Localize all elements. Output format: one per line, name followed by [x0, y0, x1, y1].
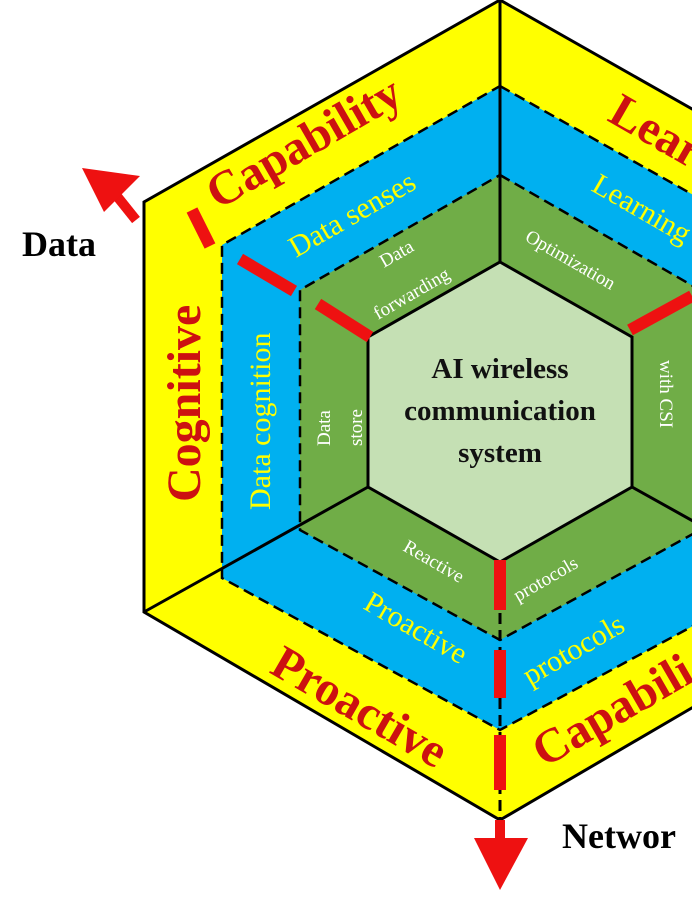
inner-label-left-2: store: [346, 409, 367, 446]
network-axis-arrow: [474, 820, 528, 890]
inner-label-left-1: Data: [314, 410, 335, 446]
inner-label-right: with CSI: [655, 360, 676, 428]
center-title-line-1: AI wireless: [431, 353, 568, 385]
middle-label-left: Data cognition: [244, 333, 277, 510]
center-title-line-3: system: [458, 437, 542, 469]
outer-label-left: Cognitive: [158, 305, 211, 502]
center-title-line-2: communication: [404, 395, 596, 427]
network-axis-label: Networ: [562, 816, 676, 856]
data-axis-arrow: [82, 168, 140, 220]
data-axis-label: Data: [22, 224, 96, 264]
